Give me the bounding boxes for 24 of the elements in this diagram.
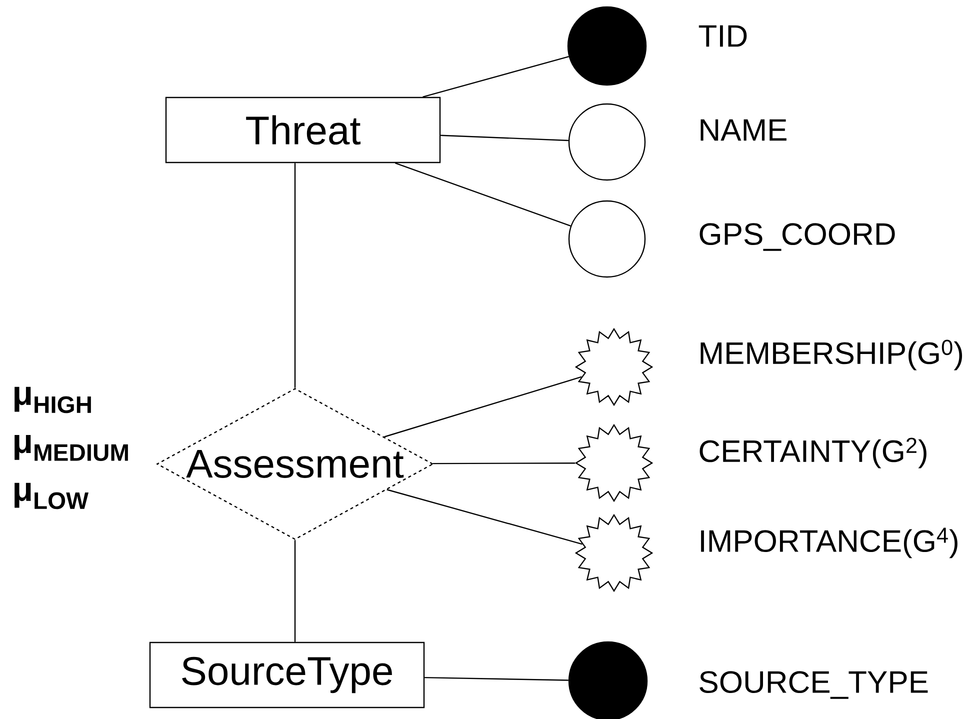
entity-box: SourceType bbox=[149, 642, 425, 708]
attribute-label: CERTAINTY(G$^{2}$) bbox=[700, 438, 926, 468]
membership-label: μ$_{LOW}$ bbox=[14, 482, 88, 510]
connector-line bbox=[386, 489, 582, 545]
connector-line bbox=[384, 376, 582, 438]
membership-label: μ$_{HIGH}$ bbox=[14, 386, 91, 414]
attribute-label: GPS_COORD bbox=[700, 223, 895, 251]
connector-line bbox=[294, 163, 296, 388]
connector-line bbox=[294, 540, 296, 642]
attribute-label: NAME bbox=[700, 119, 786, 141]
connector-line bbox=[440, 134, 568, 142]
filled-circle bbox=[567, 6, 647, 86]
attribute-label: SOURCE_TYPE bbox=[700, 671, 928, 699]
connector-line bbox=[422, 56, 569, 98]
filled-circle bbox=[568, 641, 648, 719]
attribute-circle bbox=[568, 103, 646, 181]
attribute-label: MEMBERSHIP(G$^{0}$) bbox=[700, 340, 962, 370]
attribute-label: IMPORTANCE(G$^{4}$) bbox=[701, 528, 958, 558]
connector-line bbox=[424, 676, 568, 681]
connector-line bbox=[395, 162, 571, 227]
entity-box: Threat bbox=[165, 96, 441, 164]
connector-line bbox=[432, 462, 576, 464]
attribute-label: TID bbox=[698, 25, 747, 47]
attribute-circle bbox=[568, 200, 646, 278]
